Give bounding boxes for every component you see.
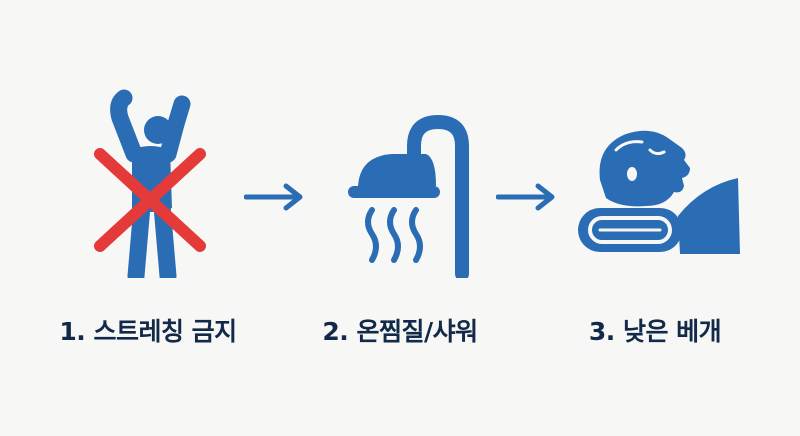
shower-pipe: [407, 115, 469, 278]
sleeper-eye: [648, 148, 666, 156]
figure-head: [144, 116, 172, 144]
prohibition-cross-stroke-b: [94, 148, 206, 252]
shower-head: [358, 154, 436, 186]
pillow-inner-outline: [588, 216, 672, 244]
sleeper-head: [599, 130, 690, 207]
sleeper-ear: [627, 167, 637, 181]
step-1-icon-group: [60, 88, 240, 278]
arrow-right-icon: [243, 182, 308, 212]
shower-icon: [348, 115, 469, 278]
low-pillow-sleeping-icon: [578, 130, 740, 254]
step-2-icon-group: [320, 88, 500, 278]
stretching-prohibited-icon: [94, 89, 206, 278]
figure-left-leg: [127, 197, 151, 278]
step-1-label: 1. 스트레칭 금지: [59, 317, 237, 346]
figure-right-arm: [159, 95, 191, 163]
figure-left-arm: [110, 89, 143, 163]
sleeper-hair-line: [614, 140, 644, 152]
steam-wave-2: [387, 207, 401, 263]
arrow-right-icon: [495, 182, 560, 212]
steam-wave-1: [365, 207, 379, 263]
step-3-label: 3. 낮은 베개: [588, 317, 722, 346]
step-3-icon-group: [570, 88, 750, 278]
sleeper-shoulder: [678, 178, 740, 254]
shower-head-rim: [348, 186, 440, 198]
step-2-label: 2. 온찜질/샤워: [322, 317, 478, 346]
steam-wave-3: [409, 207, 423, 263]
